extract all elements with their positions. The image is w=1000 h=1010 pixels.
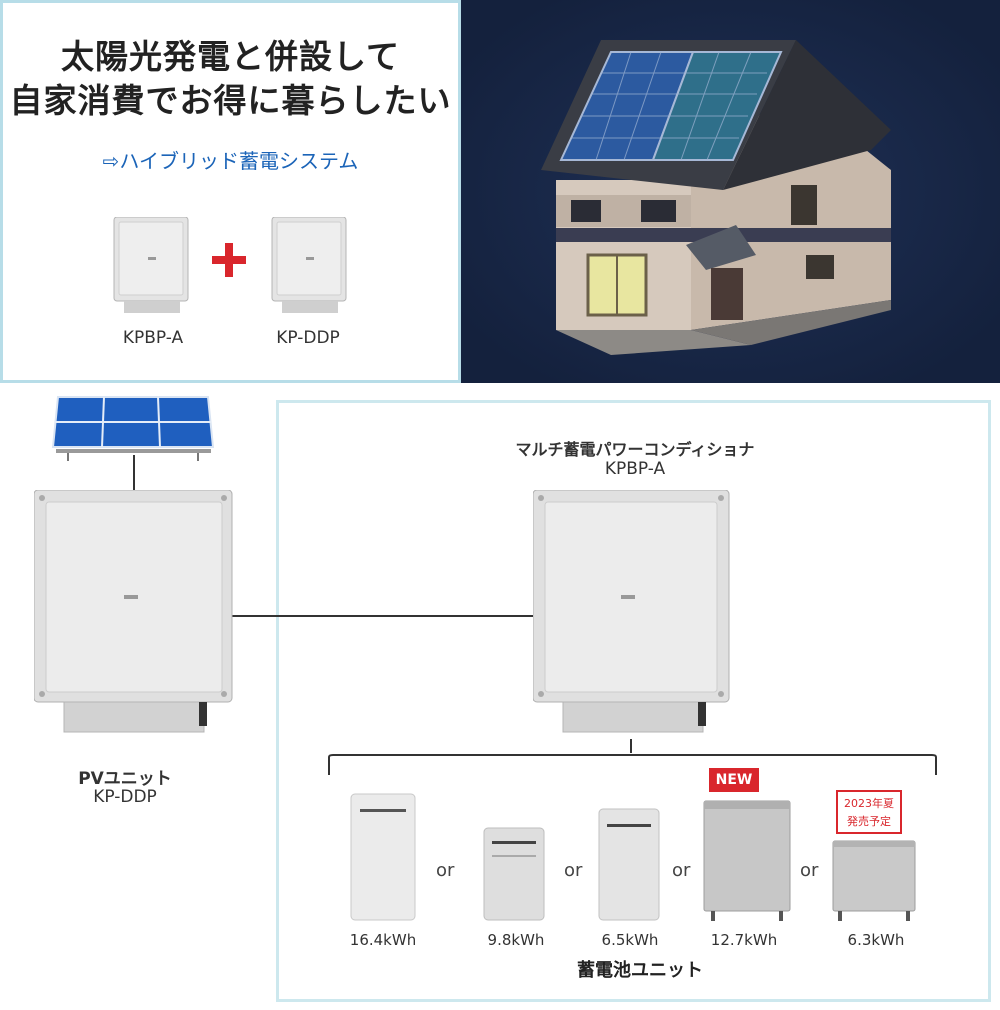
battery-bracket — [328, 739, 937, 775]
hybrid-system-link[interactable]: ⇨ハイブリッド蓄電システム — [102, 149, 359, 173]
unit-connector-line — [228, 615, 533, 617]
or-separator-1: or — [436, 860, 455, 881]
conditioner-model: KPBP-A — [604, 459, 666, 479]
pv-unit-image — [34, 490, 233, 733]
conditioner-title: マルチ蓄電パワーコンディショナ — [515, 440, 755, 459]
plus-icon — [212, 256, 246, 264]
hero-panel — [0, 0, 461, 383]
or-separator-2: or — [564, 860, 583, 881]
battery-unit-caption: 蓄電池ユニット — [577, 960, 703, 981]
battery-12-7kwh-image — [703, 800, 791, 921]
new-badge: NEW — [709, 768, 759, 792]
release-schedule-badge: 2023年夏 発売予定 — [836, 790, 902, 834]
pv-connector-line — [133, 455, 135, 495]
night-house-illustration — [461, 0, 1000, 383]
or-separator-3: or — [672, 860, 691, 881]
solar-panel-icon — [51, 396, 215, 461]
or-separator-4: or — [800, 860, 819, 881]
power-conditioner-image — [533, 490, 730, 733]
battery-capacity-2: 9.8kWh — [487, 931, 545, 949]
battery-6-5kwh-image — [598, 808, 660, 921]
battery-6-3kwh-image — [832, 840, 916, 921]
pv-unit-model: KP-DDP — [93, 787, 157, 807]
system-diagram-frame — [276, 400, 991, 1002]
pv-unit-title: PVユニット — [78, 769, 172, 789]
model-label-kp-ddp: KP-DDP — [276, 328, 340, 348]
kpbp-a-thumbnail — [113, 217, 189, 313]
battery-capacity-4: 12.7kWh — [710, 931, 778, 949]
battery-16-4kwh-image — [350, 793, 416, 921]
battery-capacity-1: 16.4kWh — [349, 931, 417, 949]
kp-ddp-thumbnail — [271, 217, 347, 313]
battery-capacity-3: 6.5kWh — [601, 931, 659, 949]
battery-capacity-5: 6.3kWh — [847, 931, 905, 949]
model-label-kpbp-a: KPBP-A — [122, 328, 184, 348]
headline-line-2: 自家消費でお得に暮らしたい — [9, 81, 452, 120]
release-badge-line-1: 2023年夏 — [844, 797, 894, 810]
headline-line-1: 太陽光発電と併設して — [60, 37, 400, 76]
release-badge-line-2: 発売予定 — [847, 815, 891, 828]
battery-9-8kwh-image — [483, 827, 545, 921]
